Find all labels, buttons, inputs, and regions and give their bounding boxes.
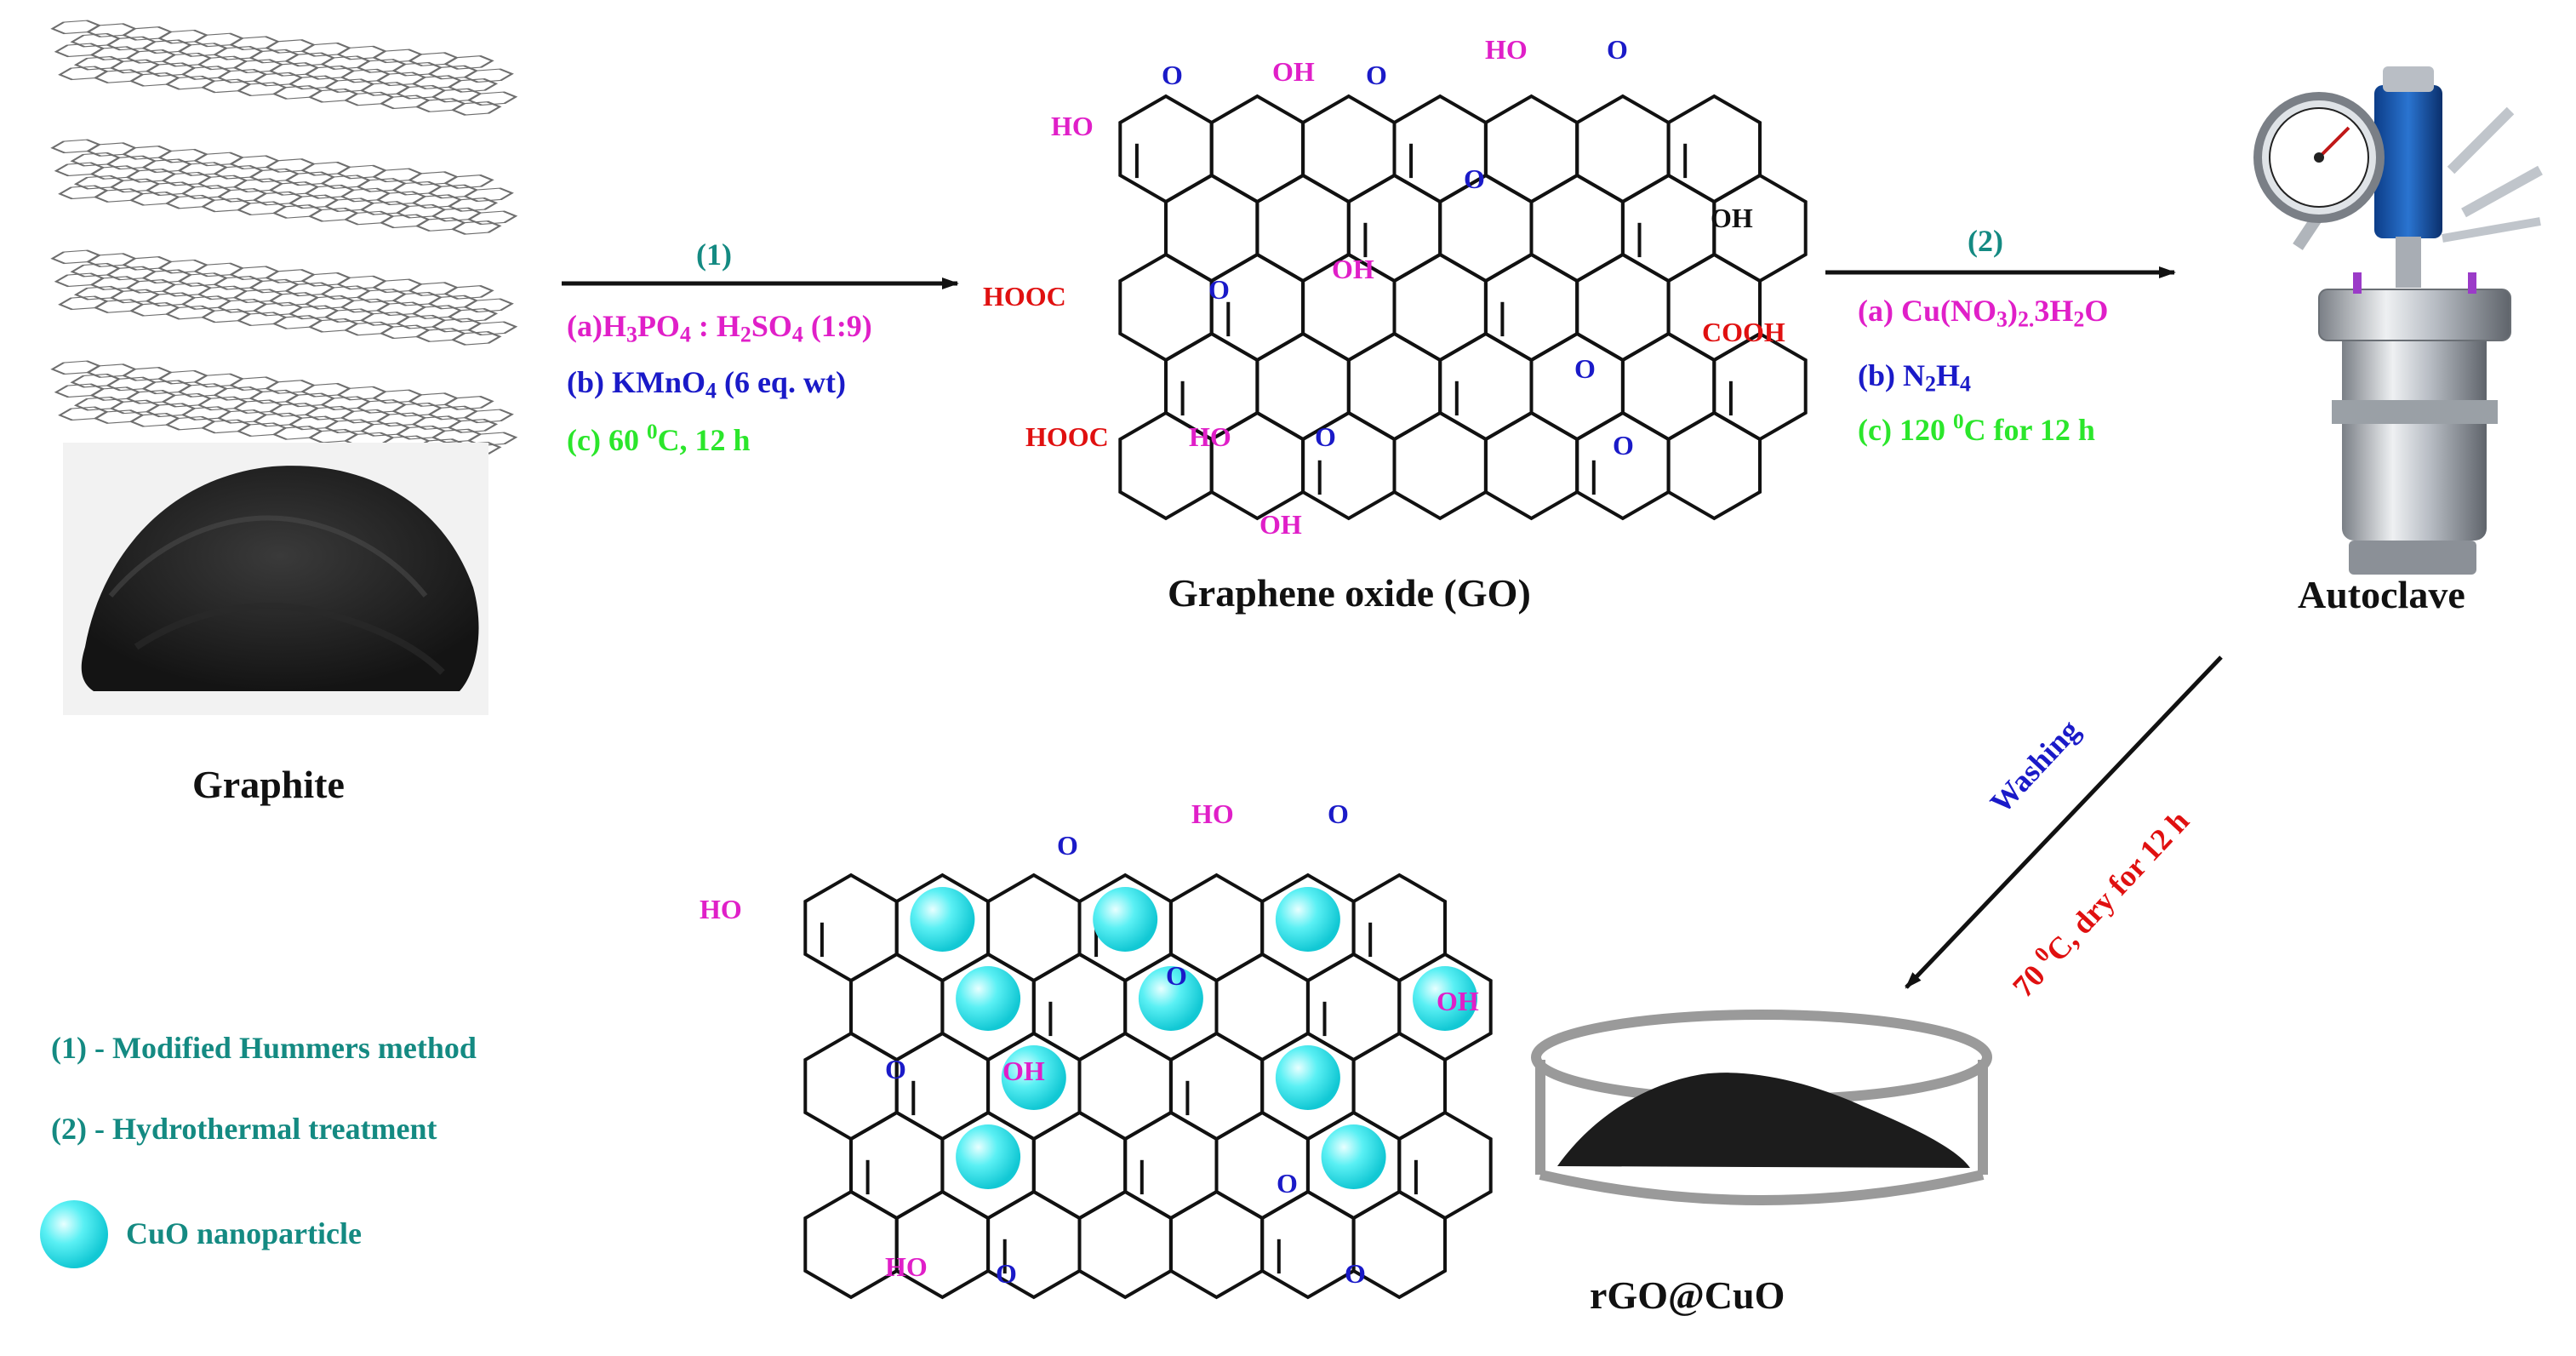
step1-condition-b: (b) KMnO4 (6 eq. wt) bbox=[567, 365, 846, 403]
go-group-o: O bbox=[1315, 421, 1336, 452]
cuo-nanoparticle bbox=[1138, 966, 1203, 1031]
cuo-nanoparticle bbox=[956, 966, 1021, 1031]
cuo-nanoparticle bbox=[1275, 887, 1340, 952]
rgo-group-o: O bbox=[1057, 830, 1078, 861]
go-group-o: O bbox=[1574, 353, 1596, 384]
step1-condition-c: (c) 60 0C, 12 h bbox=[567, 421, 751, 457]
go-group-hooc: HOOC bbox=[1025, 421, 1109, 452]
cuo-nanoparticles bbox=[910, 887, 1477, 1189]
graphite-label: Graphite bbox=[192, 763, 345, 806]
go-group-o: O bbox=[1208, 274, 1230, 305]
go-group-oh: OH bbox=[1711, 203, 1753, 233]
step1-condition-a: (a)H3PO4 : H2SO4 (1:9) bbox=[567, 309, 872, 347]
rgo-cuo-label: rGO@CuO bbox=[1590, 1273, 1785, 1317]
cuo-nanoparticle bbox=[910, 887, 975, 952]
autoclave-label: Autoclave bbox=[2298, 573, 2465, 616]
step2-condition-c: (c) 120 0C for 12 h bbox=[1858, 410, 2095, 447]
go-group-o: O bbox=[1464, 163, 1485, 194]
step1-label: (1) bbox=[696, 237, 732, 272]
go-group-o: O bbox=[1607, 34, 1628, 65]
step2-condition-a: (a) Cu(NO3)2.3H2O bbox=[1858, 294, 2109, 332]
go-label: Graphene oxide (GO) bbox=[1168, 571, 1531, 615]
cuo-nanoparticle bbox=[956, 1124, 1021, 1189]
go-group-cooh: COOH bbox=[1702, 317, 1785, 347]
cuo-nanoparticle bbox=[1275, 1045, 1340, 1110]
rgo-group-oh: OH bbox=[1437, 986, 1479, 1016]
reaction-arrow-3 bbox=[1905, 655, 2223, 989]
legend-item-3: CuO nanoparticle bbox=[126, 1216, 363, 1250]
go-group-oh: OH bbox=[1259, 509, 1302, 540]
go-group-o: O bbox=[1613, 430, 1634, 461]
petri-dish-icon bbox=[1531, 1010, 1992, 1205]
go-group-o: O bbox=[1162, 60, 1183, 90]
rgo-group-o: O bbox=[996, 1258, 1017, 1289]
graphene-oxide-structure bbox=[1118, 94, 1808, 521]
legend-item-1: (1) - Modified Hummers method bbox=[51, 1031, 477, 1065]
cuo-nanoparticle-icon bbox=[40, 1200, 108, 1268]
graphite-powder-icon bbox=[63, 443, 488, 715]
rgo-group-ho: HO bbox=[885, 1251, 928, 1282]
go-group-ho: HO bbox=[1051, 111, 1094, 141]
go-group-o: O bbox=[1366, 60, 1387, 90]
step2-condition-b: (b) N2H4 bbox=[1858, 358, 1971, 397]
cuo-nanoparticle bbox=[1321, 1124, 1386, 1189]
autoclave-reactor-icon bbox=[2253, 66, 2543, 575]
rgo-group-oh: OH bbox=[1002, 1056, 1045, 1086]
cuo-nanoparticle bbox=[1413, 966, 1477, 1031]
cuo-nanoparticle bbox=[1093, 887, 1158, 952]
legend-item-2: (2) - Hydrothermal treatment bbox=[51, 1112, 437, 1146]
rgo-group-ho: HO bbox=[1191, 798, 1234, 829]
rgo-group-o: O bbox=[885, 1054, 906, 1084]
rgo-group-o: O bbox=[1345, 1258, 1366, 1289]
go-group-ho: HO bbox=[1189, 421, 1231, 452]
graphite-layers-icon bbox=[50, 20, 518, 456]
cuo-nanoparticle bbox=[1001, 1045, 1066, 1110]
rgo-cuo-structure bbox=[803, 873, 1493, 1300]
rgo-group-o: O bbox=[1328, 798, 1349, 829]
go-group-oh: OH bbox=[1272, 56, 1315, 87]
rgo-group-o: O bbox=[1166, 960, 1187, 991]
rgo-group-o: O bbox=[1277, 1168, 1298, 1199]
go-group-oh: OH bbox=[1332, 254, 1374, 284]
rgo-group-ho: HO bbox=[700, 894, 742, 924]
go-group-hooc: HOOC bbox=[983, 281, 1066, 312]
go-group-ho: HO bbox=[1485, 34, 1528, 65]
step2-label: (2) bbox=[1968, 224, 2003, 258]
